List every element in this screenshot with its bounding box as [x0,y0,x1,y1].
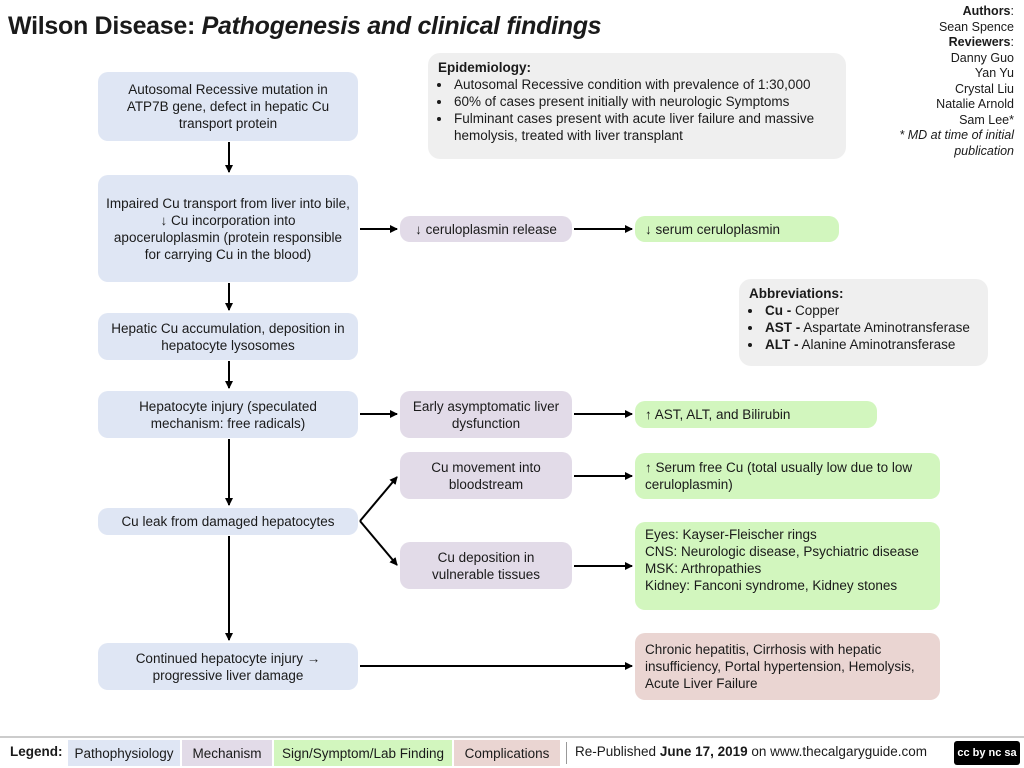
abbreviations-box: Abbreviations: Cu - Copper AST - Asparta… [739,279,988,366]
node-cu-leak: Cu leak from damaged hepatocytes [98,508,358,535]
tissue-finding: MSK: Arthropathies [645,561,762,576]
legend-label: Legend: [10,744,63,759]
node-hepatic-cu-accumulation: Hepatic Cu accumulation, deposition in h… [98,313,358,360]
node-atp7b-mutation: Autosomal Recessive mutation in ATP7B ge… [98,72,358,141]
published-site: on www.thecalgaryguide.com [751,744,927,759]
author-name: Sean Spence [938,19,1014,34]
node-impaired-cu-transport: Impaired Cu transport from liver into bi… [98,175,358,282]
legend-separator [566,742,567,764]
tissue-finding: Kidney: Fanconi syndrome, Kidney stones [645,578,898,593]
node-serum-free-cu: ↑ Serum free Cu (total usually low due t… [635,453,940,499]
reviewer-name: Yan Yu [974,66,1014,80]
node-ast-alt-bilirubin: ↑ AST, ALT, and Bilirubin [635,401,877,428]
legend-complications: Complications [454,740,560,766]
legend-mechanism: Mechanism [182,740,272,766]
creative-commons-license-icon: cc by nc sa [954,741,1020,765]
tissue-finding: CNS: Neurologic disease, Psychiatric dis… [645,544,919,559]
abbreviations-heading: Abbreviations: [749,286,844,301]
authors-note: * MD at time of initial publication [899,128,1014,158]
node-serum-ceruloplasmin: ↓ serum ceruloplasmin [635,216,839,242]
legend: Legend: Pathophysiology Mechanism Sign/S… [0,738,1024,768]
abbr-term: ALT - [765,337,799,352]
reviewer-name: Crystal Liu [954,81,1014,96]
tissue-finding: Eyes: Kayser-Fleischer rings [645,527,817,542]
epidemiology-item: Autosomal Recessive condition with preva… [452,76,836,93]
abbr-term: AST - [765,320,801,335]
node-cu-movement-bloodstream: Cu movement into bloodstream [400,452,572,499]
flow-arrows [0,142,1024,738]
node-liver-complications: Chronic hepatitis, Cirrhosis with hepati… [635,633,940,700]
published-prefix: Re-Published [575,744,657,759]
reviewer-name: Danny Guo [950,50,1014,65]
arrow [359,520,398,566]
abbr-definition: Alanine Aminotransferase [801,337,956,352]
reviewer-name: Sam Lee* [959,112,1014,127]
node-continued-injury: Continued hepatocyte injury → progressiv… [98,643,358,690]
arrow [359,476,398,522]
node-ceruloplasmin-release: ↓ ceruloplasmin release [400,216,572,242]
epidemiology-box: Epidemiology: Autosomal Recessive condit… [428,53,846,159]
page-title: Wilson Disease: Pathogenesis and clinica… [8,12,602,41]
reviewer-name: Natalie Arnold [936,97,1014,111]
node-tissue-findings: Eyes: Kayser-Fleischer rings CNS: Neurol… [635,522,940,610]
abbr-term: Cu - [765,303,792,318]
legend-pathophysiology: Pathophysiology [68,740,180,766]
published-text: Re-Published June 17, 2019 on www.thecal… [575,744,927,759]
node-early-liver-dysfunction: Early asymptomatic liver dysfunction [400,391,572,438]
epidemiology-item: Fulminant cases present with acute liver… [452,110,836,144]
abbr-definition: Copper [795,303,840,318]
published-date: June 17, 2019 [659,744,748,759]
legend-sign-symptom: Sign/Symptom/Lab Finding [274,740,452,766]
authors-block: Authors: Sean Spence Reviewers: Danny Gu… [864,4,1014,159]
title-main: Wilson Disease: [8,12,196,40]
reviewers-label: Reviewers [948,35,1011,49]
epidemiology-heading: Epidemiology: [438,60,532,75]
title-subtitle: Pathogenesis and clinical findings [201,12,602,40]
node-cu-deposition-tissues: Cu deposition in vulnerable tissues [400,542,572,589]
authors-label: Authors [962,4,1011,18]
node-hepatocyte-injury: Hepatocyte injury (speculated mechanism:… [98,391,358,438]
abbr-definition: Aspartate Aminotransferase [803,320,970,335]
epidemiology-item: 60% of cases present initially with neur… [452,93,836,110]
